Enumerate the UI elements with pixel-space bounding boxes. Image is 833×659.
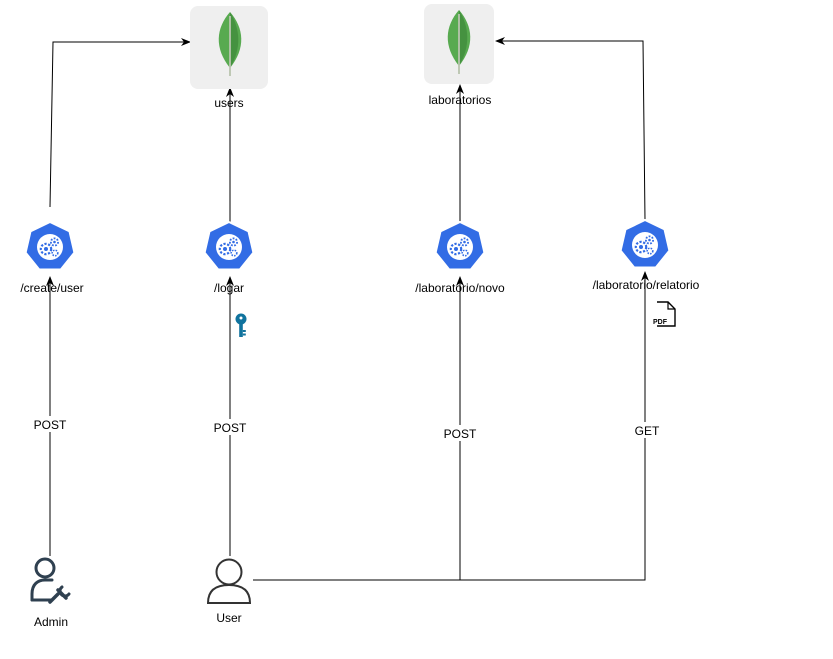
service-logar[interactable]: /logar [203, 220, 255, 295]
user-icon [206, 558, 252, 604]
pdf-file-label: PDF [653, 319, 668, 326]
edge-relatorio-laboratorios [495, 37, 646, 221]
kubernetes-service-icon [24, 220, 76, 271]
edge-create-users [49, 38, 191, 208]
key-icon [235, 313, 247, 337]
database-label-users: users [214, 96, 243, 110]
admin-user-icon [30, 557, 71, 604]
service-label-logar: /logar [214, 281, 244, 295]
kubernetes-service-icon [203, 220, 255, 271]
service-label-create-user: /create/user [20, 281, 83, 295]
edge-label-get-relatorio: GET [635, 424, 660, 438]
actor-user[interactable]: User [206, 558, 252, 626]
actor-label-admin: Admin [34, 615, 68, 629]
actor-label-user: User [216, 611, 241, 625]
pdf-file-icon: PDF [653, 301, 676, 327]
service-laboratorio-novo[interactable]: /laboratorio/novo [415, 220, 505, 295]
edge-label-post-logar: POST [214, 421, 247, 435]
service-label-laboratorio-novo: /laboratorio/novo [415, 281, 505, 295]
edge-user-novo [253, 276, 464, 581]
kubernetes-service-icon [619, 218, 671, 269]
edge-label-post-create: POST [34, 418, 67, 432]
edge-user-relatorio [253, 271, 649, 581]
database-laboratorios[interactable]: laboratorios [424, 4, 494, 107]
actor-admin[interactable]: Admin [30, 557, 71, 629]
database-label-laboratorios: laboratorios [429, 93, 492, 107]
kubernetes-service-icon [434, 220, 486, 271]
edge-label-post-novo: POST [444, 427, 477, 441]
service-laboratorio-relatorio[interactable]: /laboratorio/relatorio [593, 218, 700, 292]
service-label-laboratorio-relatorio: /laboratorio/relatorio [593, 278, 700, 292]
service-create-user[interactable]: /create/user [20, 220, 84, 295]
database-users[interactable]: users [190, 6, 268, 110]
